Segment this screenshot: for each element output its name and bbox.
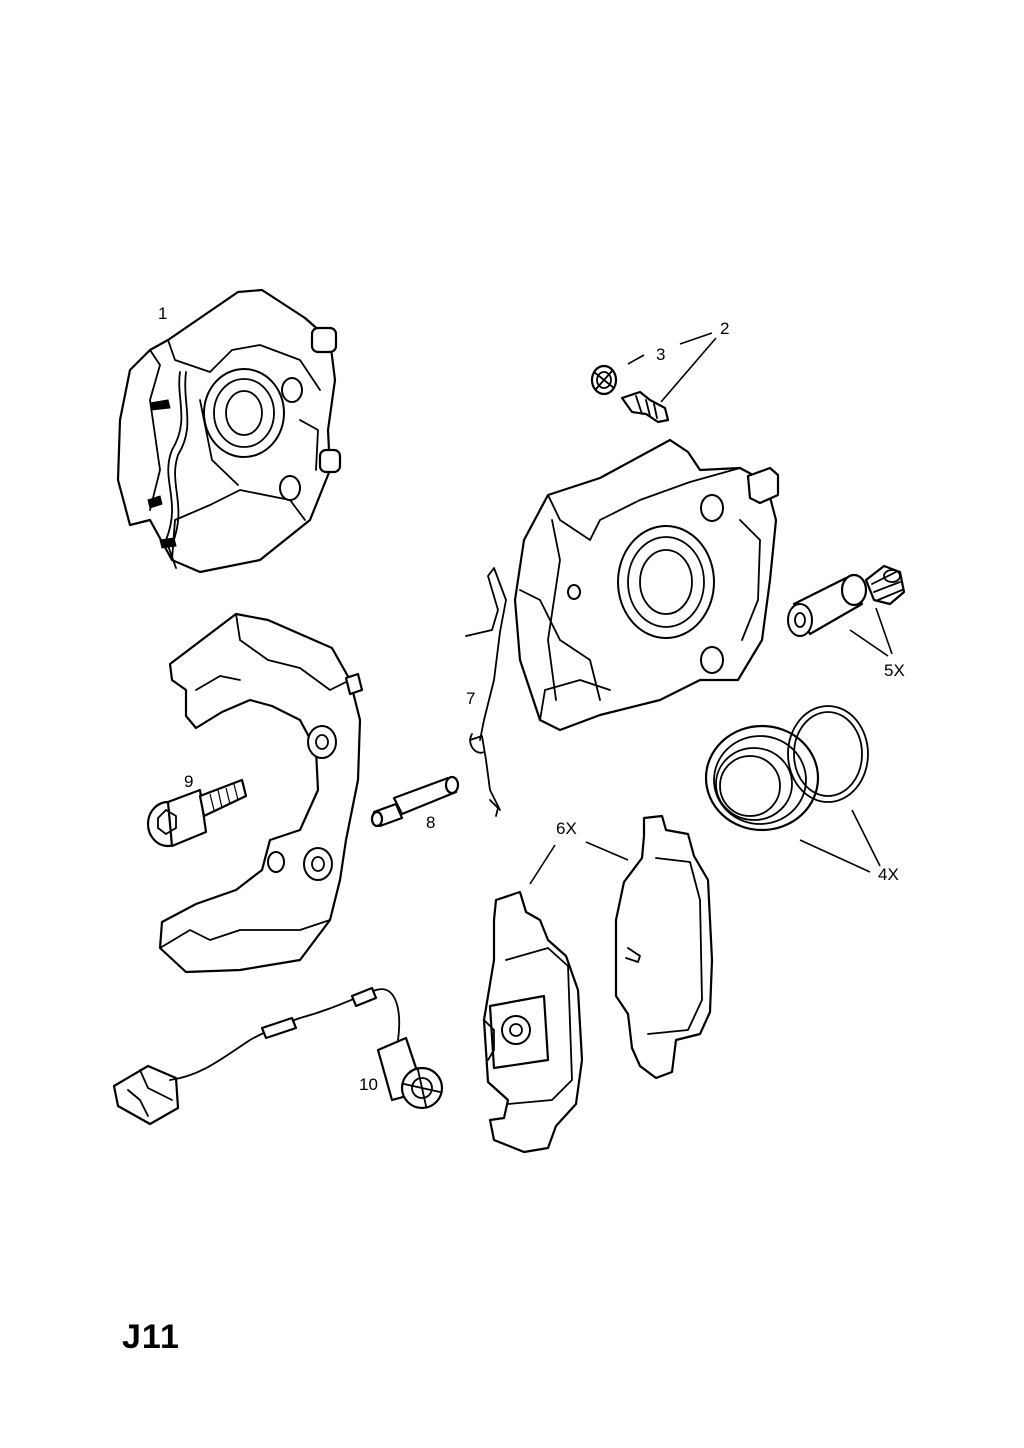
- callout-4x: 4X: [878, 865, 899, 884]
- carrier-bracket: [158, 612, 364, 974]
- part-8-guide-pin: [370, 775, 460, 828]
- callout-9: 9: [184, 772, 193, 791]
- part-6x-brake-pad-outer: [614, 814, 714, 1080]
- callout-2: 2: [720, 319, 729, 338]
- part-4x-seal-kit: [704, 705, 869, 832]
- part-3-bleed-cap: [590, 364, 618, 396]
- callout-1: 1: [158, 304, 167, 323]
- callout-8: 8: [426, 813, 435, 832]
- callout-3: 3: [656, 345, 665, 364]
- part-1-caliper-assembly: [116, 288, 342, 574]
- callout-6x: 6X: [556, 819, 577, 838]
- part-10-wear-sensor: [112, 986, 444, 1126]
- sheet-id-label: J11: [122, 1318, 180, 1356]
- part-7-spring-clip: [465, 567, 507, 817]
- callout-10: 10: [359, 1075, 378, 1094]
- part-2-bleed-screw: [620, 390, 670, 424]
- part-5x-guide-sleeve-and-boot: [787, 564, 906, 637]
- callout-7: 7: [466, 689, 475, 708]
- callout-5x: 5X: [884, 661, 905, 680]
- part-9-bolt: [146, 778, 248, 848]
- part-6x-brake-pad-inner: [482, 890, 584, 1154]
- caliper-housing: [513, 438, 780, 732]
